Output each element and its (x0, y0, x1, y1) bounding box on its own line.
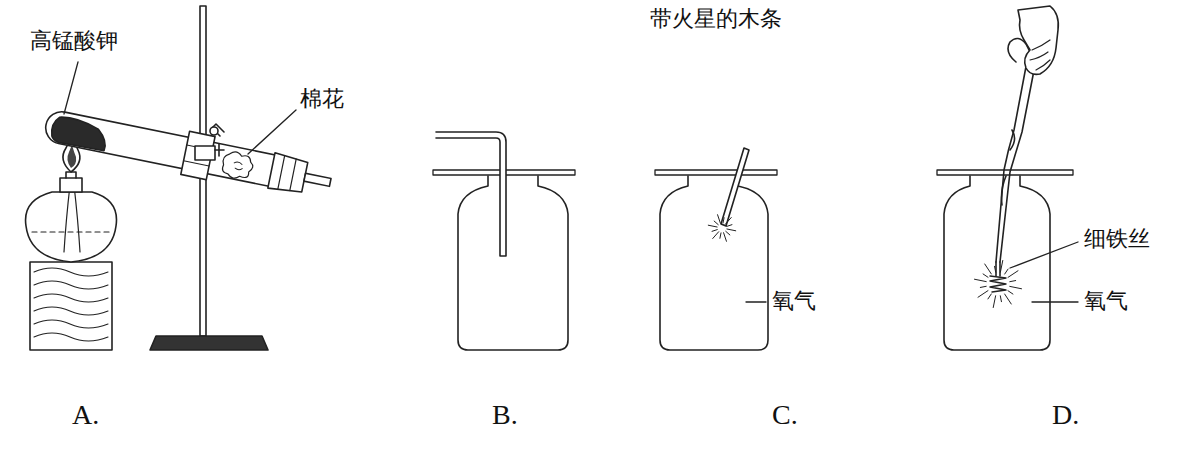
gas-jar (655, 148, 777, 350)
spark (714, 221, 718, 225)
part-label: 带火星的木条 (648, 6, 784, 32)
gas-jar (433, 132, 575, 350)
test-tube (42, 103, 335, 204)
spark (983, 274, 988, 277)
wood-grain (34, 294, 108, 302)
glowing-splint (721, 148, 749, 226)
spark (725, 218, 731, 225)
wood-grain (34, 281, 108, 289)
spark (978, 291, 988, 298)
spark (1005, 294, 1012, 304)
spark (712, 230, 717, 232)
part-label: 氧气 (1082, 288, 1130, 314)
spark (723, 218, 724, 223)
spark (708, 225, 717, 227)
hand (1018, 6, 1058, 74)
spark (1000, 296, 1001, 302)
spark (727, 229, 736, 231)
spark (1010, 281, 1016, 282)
cotton (220, 150, 255, 182)
spark (985, 264, 992, 274)
part-label: 细铁丝 (1082, 226, 1152, 252)
spark (993, 296, 995, 308)
spark (724, 233, 727, 242)
spark (1005, 269, 1008, 274)
leader-line (1010, 242, 1078, 268)
spark (720, 233, 721, 238)
iron-wire (996, 262, 1000, 276)
spark (974, 279, 986, 281)
panel-letter: B. (490, 398, 520, 432)
spark (718, 215, 721, 224)
clamp (195, 124, 224, 160)
spark (980, 286, 986, 287)
gas-jar (937, 170, 1073, 350)
part-label: 棉花 (298, 86, 346, 112)
spark (1008, 271, 1018, 278)
wood-grain (34, 320, 108, 328)
leader-line (64, 62, 78, 114)
leader-line (248, 110, 296, 154)
spark (1008, 291, 1013, 294)
spark (988, 294, 991, 299)
part-label: 高锰酸钾 (28, 28, 120, 54)
spark (1010, 286, 1022, 288)
wood-grain (34, 307, 108, 315)
spark (726, 231, 730, 235)
leader-line (746, 301, 766, 302)
part-label: 氧气 (770, 288, 818, 314)
wood-grain (34, 333, 108, 341)
panel-letter: D. (1050, 398, 1081, 432)
spark (995, 266, 996, 272)
spark (713, 232, 719, 239)
spark (1000, 260, 1002, 272)
iron-wire-coil (990, 276, 1006, 292)
leader-line (1032, 301, 1078, 302)
wood-grain (34, 268, 108, 276)
wood-block (30, 262, 112, 350)
panel-letter: A. (70, 398, 101, 432)
spark (727, 225, 732, 227)
panel-letter: C. (770, 398, 800, 432)
